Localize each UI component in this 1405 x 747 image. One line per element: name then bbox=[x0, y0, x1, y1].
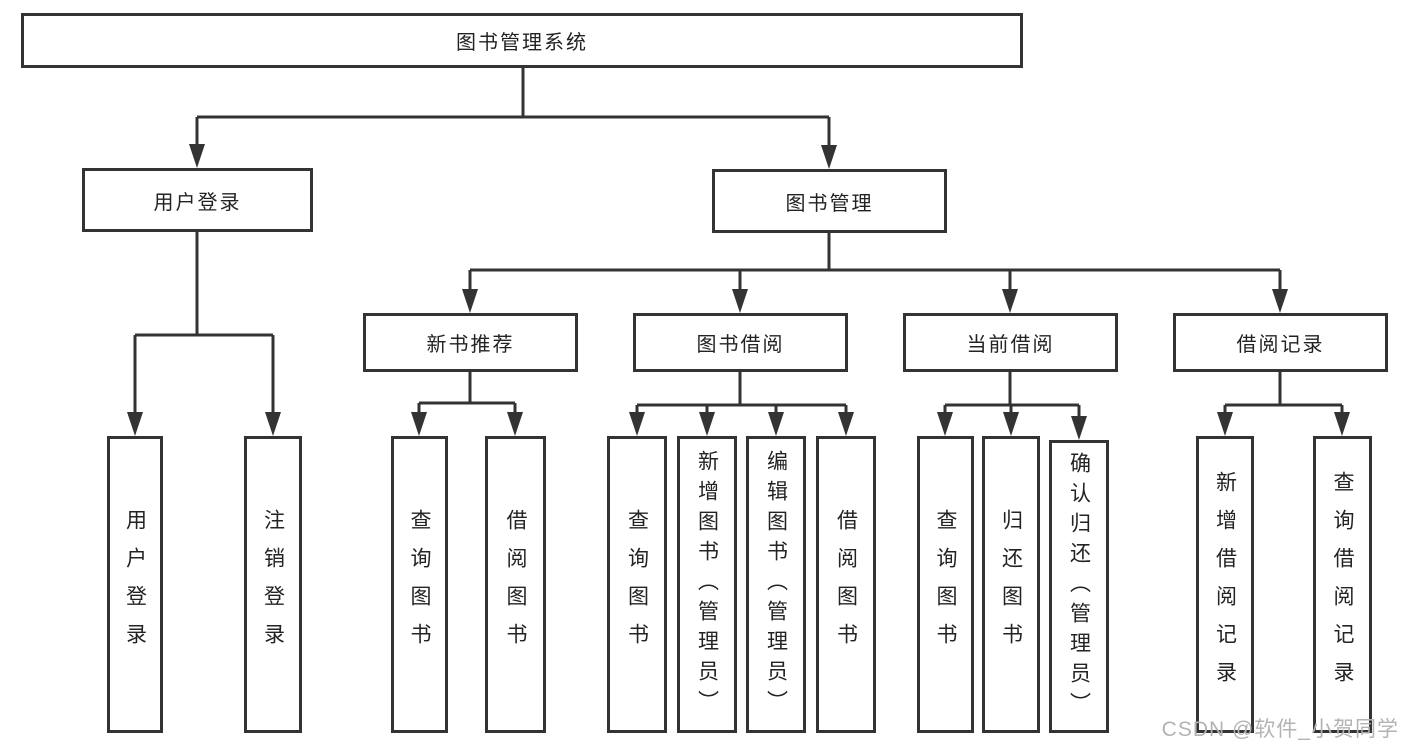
leaf-borrow-book-1-label: 借阅图书 bbox=[504, 508, 527, 661]
leaf-query-borrow-record: 查询借阅记录 bbox=[1313, 436, 1372, 733]
leaf-add-book-admin-label: 新增图书（管理员） bbox=[695, 449, 719, 720]
node-book-borrow-label: 图书借阅 bbox=[696, 334, 785, 356]
leaf-borrow-book-1: 借阅图书 bbox=[485, 436, 546, 733]
node-user-login: 用户登录 bbox=[82, 168, 313, 232]
node-book-management-label: 图书管理 bbox=[785, 192, 874, 215]
leaf-query-books-2-label: 查询图书 bbox=[625, 508, 649, 661]
node-new-book-recommend: 新书推荐 bbox=[363, 313, 578, 372]
leaf-user-login-label: 用户登录 bbox=[123, 508, 147, 661]
leaf-borrow-book-2-label: 借阅图书 bbox=[834, 508, 858, 661]
leaf-confirm-return-admin: 确认归还（管理员） bbox=[1049, 440, 1109, 733]
leaf-query-books-3: 查询图书 bbox=[917, 436, 974, 733]
leaf-add-borrow-record: 新增借阅记录 bbox=[1196, 436, 1254, 733]
leaf-query-books-1: 查询图书 bbox=[391, 436, 448, 733]
leaf-query-books-3-label: 查询图书 bbox=[934, 508, 957, 661]
leaf-edit-book-admin: 编辑图书（管理员） bbox=[746, 436, 806, 733]
node-user-login-label: 用户登录 bbox=[153, 191, 242, 214]
leaf-user-login: 用户登录 bbox=[107, 436, 163, 733]
node-root-label: 图书管理系统 bbox=[456, 32, 588, 54]
node-current-borrow-label: 当前借阅 bbox=[966, 334, 1055, 356]
leaf-logout-label: 注销登录 bbox=[261, 508, 285, 661]
node-current-borrow: 当前借阅 bbox=[903, 313, 1118, 372]
leaf-return-book: 归还图书 bbox=[982, 436, 1040, 733]
leaf-query-books-2: 查询图书 bbox=[607, 436, 667, 733]
node-book-management: 图书管理 bbox=[712, 169, 947, 233]
leaf-confirm-return-admin-label: 确认归还（管理员） bbox=[1067, 451, 1091, 722]
node-new-book-recommend-label: 新书推荐 bbox=[426, 334, 515, 356]
node-borrow-records-label: 借阅记录 bbox=[1236, 334, 1325, 356]
leaf-logout: 注销登录 bbox=[244, 436, 302, 733]
leaf-query-borrow-record-label: 查询借阅记录 bbox=[1331, 470, 1354, 699]
leaf-return-book-label: 归还图书 bbox=[999, 508, 1023, 661]
leaf-add-book-admin: 新增图书（管理员） bbox=[677, 436, 737, 733]
node-borrow-records: 借阅记录 bbox=[1173, 313, 1388, 372]
csdn-watermark: CSDN @软件_小贺同学 bbox=[1161, 718, 1399, 741]
leaf-query-books-1-label: 查询图书 bbox=[408, 508, 431, 661]
node-root: 图书管理系统 bbox=[21, 13, 1023, 68]
leaf-borrow-book-2: 借阅图书 bbox=[816, 436, 876, 733]
leaf-edit-book-admin-label: 编辑图书（管理员） bbox=[764, 449, 788, 720]
leaf-add-borrow-record-label: 新增借阅记录 bbox=[1213, 470, 1237, 699]
node-book-borrow: 图书借阅 bbox=[633, 313, 848, 372]
